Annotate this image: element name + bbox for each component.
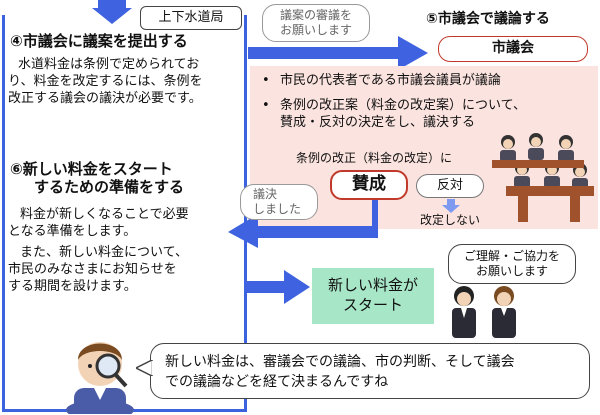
step6-title: ⑥新しい料金をスタート するための準備をする [10,160,240,196]
no-revision-label: 改定しない [420,213,481,227]
request-bubble-line: 議案の審議を [279,8,352,22]
step5-bullet: •市民の代表者である市議会議員が議論 [262,73,501,88]
council-label: 市議会 [438,36,588,62]
step6-title-line: ⑥新しい料金をスタート [10,160,173,178]
new-fee-start-box: 新しい料金が スタート [312,268,434,324]
cooperation-bubble: ご理解・ご協力を お願いします [448,244,576,284]
step6-line: する期間を設けます。 [8,279,137,294]
footer-speech-box: 新しい料金は、審議会での議論、市の判断、そして議会 での議論などを経て決まるんで… [150,343,590,399]
step5-bullet: •条例の改正案（料金の改定案）について、 [262,98,526,113]
reform-label: 条例の改正（料金の改定）に [296,151,453,165]
step4-line: 改正する議会の議決が必要です。 [8,91,202,106]
step6-title-line: するための準備をする [34,178,185,196]
step5-title: ⑤市議会で議論する [426,11,550,27]
footer-line: 新しい料金は、審議会での議論、市の判断、そして議会 [165,354,515,370]
step6-body: 料金が新しくなることで必要 となる準備をします。 また、新しい料金について、 市… [8,206,244,295]
council-members-illustration [492,133,594,222]
staff-bowing-illustration [452,286,516,338]
left-arrow-icon [228,200,378,248]
start-box-line: スタート [342,296,403,314]
step5-bullet: 賛成・反対の決定をし、議決する [280,115,476,130]
start-box-line: 新しい料金が [327,276,418,294]
request-bubble-line: お願いします [279,23,352,37]
resolved-bubble-line: 議決 [253,187,278,201]
right-arrow-icon [248,36,428,70]
step6-line: 市民のみなさまにお知らせを [8,262,177,277]
approve-label: 賛成 [330,170,408,200]
small-down-arrow-icon [442,199,460,213]
step4-line: 水道料金は条例で定められてお [18,57,200,72]
step4-title: ④市議会に議案を提出する [10,32,188,50]
step4-body: 水道料金は条例で定められてお り、料金を改定するには、条例を 改正する議会の議決… [8,56,244,107]
resolved-bubble: 議決 しました [240,184,318,220]
step4-line: り、料金を改定するには、条例を [8,74,203,89]
cooperation-bubble-line: お願いします [475,264,548,278]
start-arrow-icon [244,270,310,304]
resolved-bubble-line: しました [253,202,302,216]
footer-line: での議論などを経て決まるんですね [165,374,389,390]
cooperation-bubble-line: ご理解・ご協力を [463,249,560,263]
step6-line: となる準備をします。 [8,224,137,239]
oppose-label: 反対 [416,174,484,198]
request-bubble: 議案の審議を お願いします [262,4,370,42]
person-magnifier-icon [66,342,134,414]
step6-line: また、新しい料金について、 [20,245,188,260]
speech-tail-icon [136,360,154,376]
down-arrow-icon [92,0,132,24]
step5-bullets: •市民の代表者である市議会議員が議論 •条例の改正案（料金の改定案）について、 … [262,72,592,131]
water-bureau-label: 上下水道局 [140,6,242,30]
step6-line: 料金が新しくなることで必要 [20,207,189,222]
